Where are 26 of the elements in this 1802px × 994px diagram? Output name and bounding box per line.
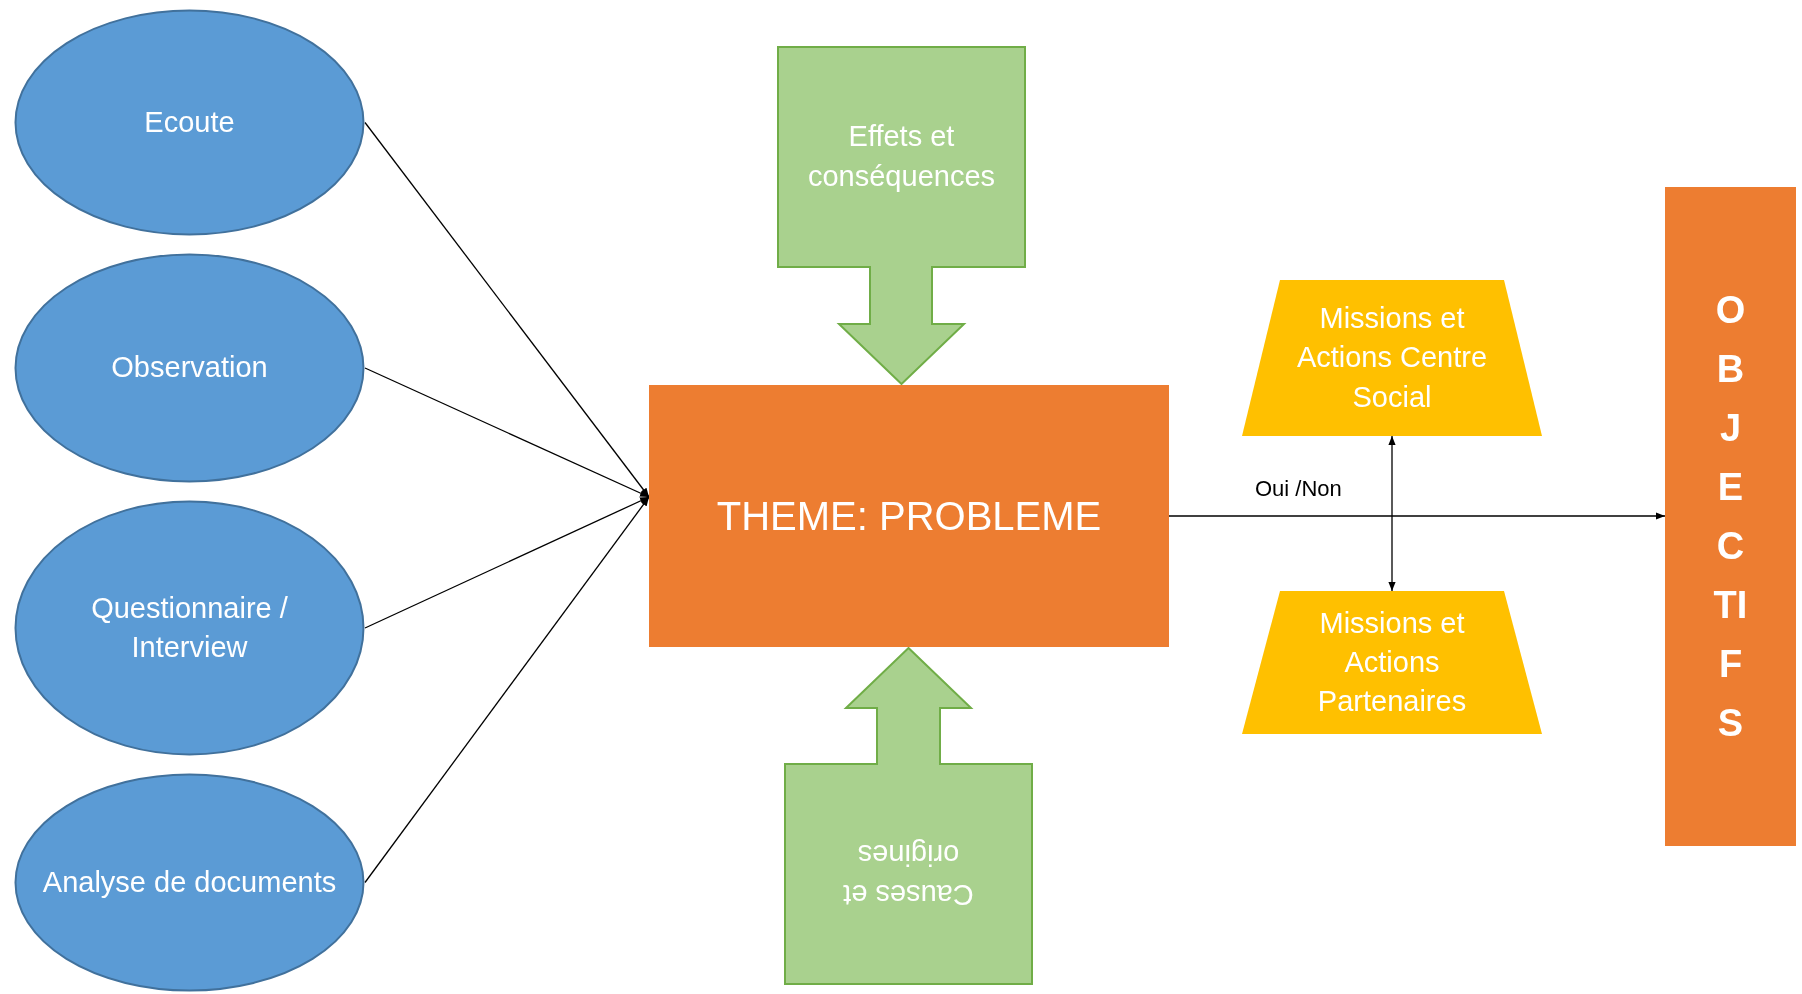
arrow bbox=[364, 121, 650, 498]
block-arrow bbox=[777, 46, 1026, 385]
vertical-banner bbox=[1665, 187, 1796, 846]
node-label: Causes et origines bbox=[842, 838, 975, 913]
trapezoid-node bbox=[1242, 591, 1542, 734]
node-label: Ecoute bbox=[144, 104, 235, 140]
arrow bbox=[364, 367, 650, 498]
node-label: Missions et Actions Partenaires bbox=[1316, 605, 1468, 720]
trapezoid-node bbox=[1242, 280, 1542, 436]
node-label: Effets et conséquences bbox=[807, 119, 996, 194]
ellipse-node bbox=[14, 773, 365, 992]
arrow bbox=[364, 496, 650, 884]
process-box bbox=[649, 385, 1169, 647]
arrow bbox=[1168, 512, 1666, 520]
vertical-title: OBJECTIFS bbox=[1712, 287, 1749, 746]
block-arrow bbox=[784, 647, 1033, 985]
node-label: THEME: PROBLEME bbox=[716, 493, 1102, 540]
ellipse-node bbox=[14, 9, 365, 236]
node-label: Questionnaire / Interview bbox=[90, 590, 289, 665]
arrow bbox=[364, 496, 650, 629]
ellipse-node bbox=[14, 500, 365, 756]
node-label: Analyse de documents bbox=[42, 864, 337, 900]
node-label: Observation bbox=[111, 350, 268, 386]
node-label: Missions et Actions Centre Social bbox=[1295, 301, 1489, 415]
ellipse-node bbox=[14, 253, 365, 483]
arrow bbox=[1388, 435, 1396, 592]
